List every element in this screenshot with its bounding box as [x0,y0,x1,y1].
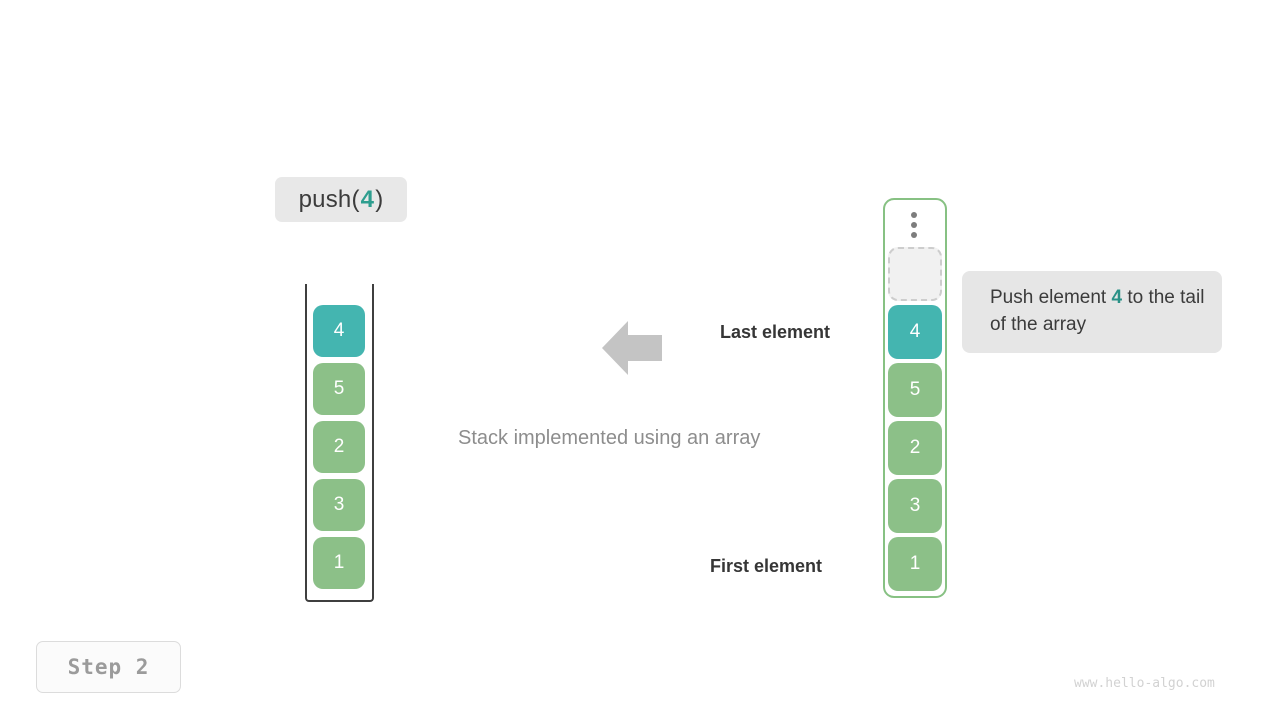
diagram-caption: Stack implemented using an array [458,427,761,449]
tooltip-suffix: to the tail of the array [990,287,1205,335]
watermark: www.hello-algo.com [1074,676,1215,691]
dot [911,212,917,218]
array-element-list: 4 5 2 3 1 [888,305,942,591]
vertical-dots-icon [911,212,917,238]
last-element-label: Last element [720,322,831,342]
stack-element-list: 4 5 2 3 1 [313,305,365,589]
array-element: 1 [888,537,942,591]
array-element: 2 [888,421,942,475]
stack-element: 4 [313,305,365,357]
array-element: 4 [888,305,942,359]
operation-open-paren: ( [351,185,360,213]
left-arrow-icon [602,321,662,375]
stack-element: 3 [313,479,365,531]
step-badge: Step 2 [36,641,181,693]
array-empty-slot [888,247,942,301]
operation-name: push [298,185,352,213]
annotation-tooltip: Push element 4 to the tail of the array [962,271,1222,353]
array-element: 3 [888,479,942,533]
dot [911,222,917,228]
first-element-label: First element [710,556,823,576]
array-element: 5 [888,363,942,417]
operation-argument: 4 [360,185,375,213]
tooltip-prefix: Push element [990,287,1112,308]
stack-element: 5 [313,363,365,415]
dot [911,232,917,238]
stack-element: 2 [313,421,365,473]
stack-element: 1 [313,537,365,589]
tooltip-value: 4 [1111,287,1123,308]
operation-close-paren: ) [375,185,384,213]
stack-container [305,284,374,602]
operation-label: push(4) [275,177,407,222]
